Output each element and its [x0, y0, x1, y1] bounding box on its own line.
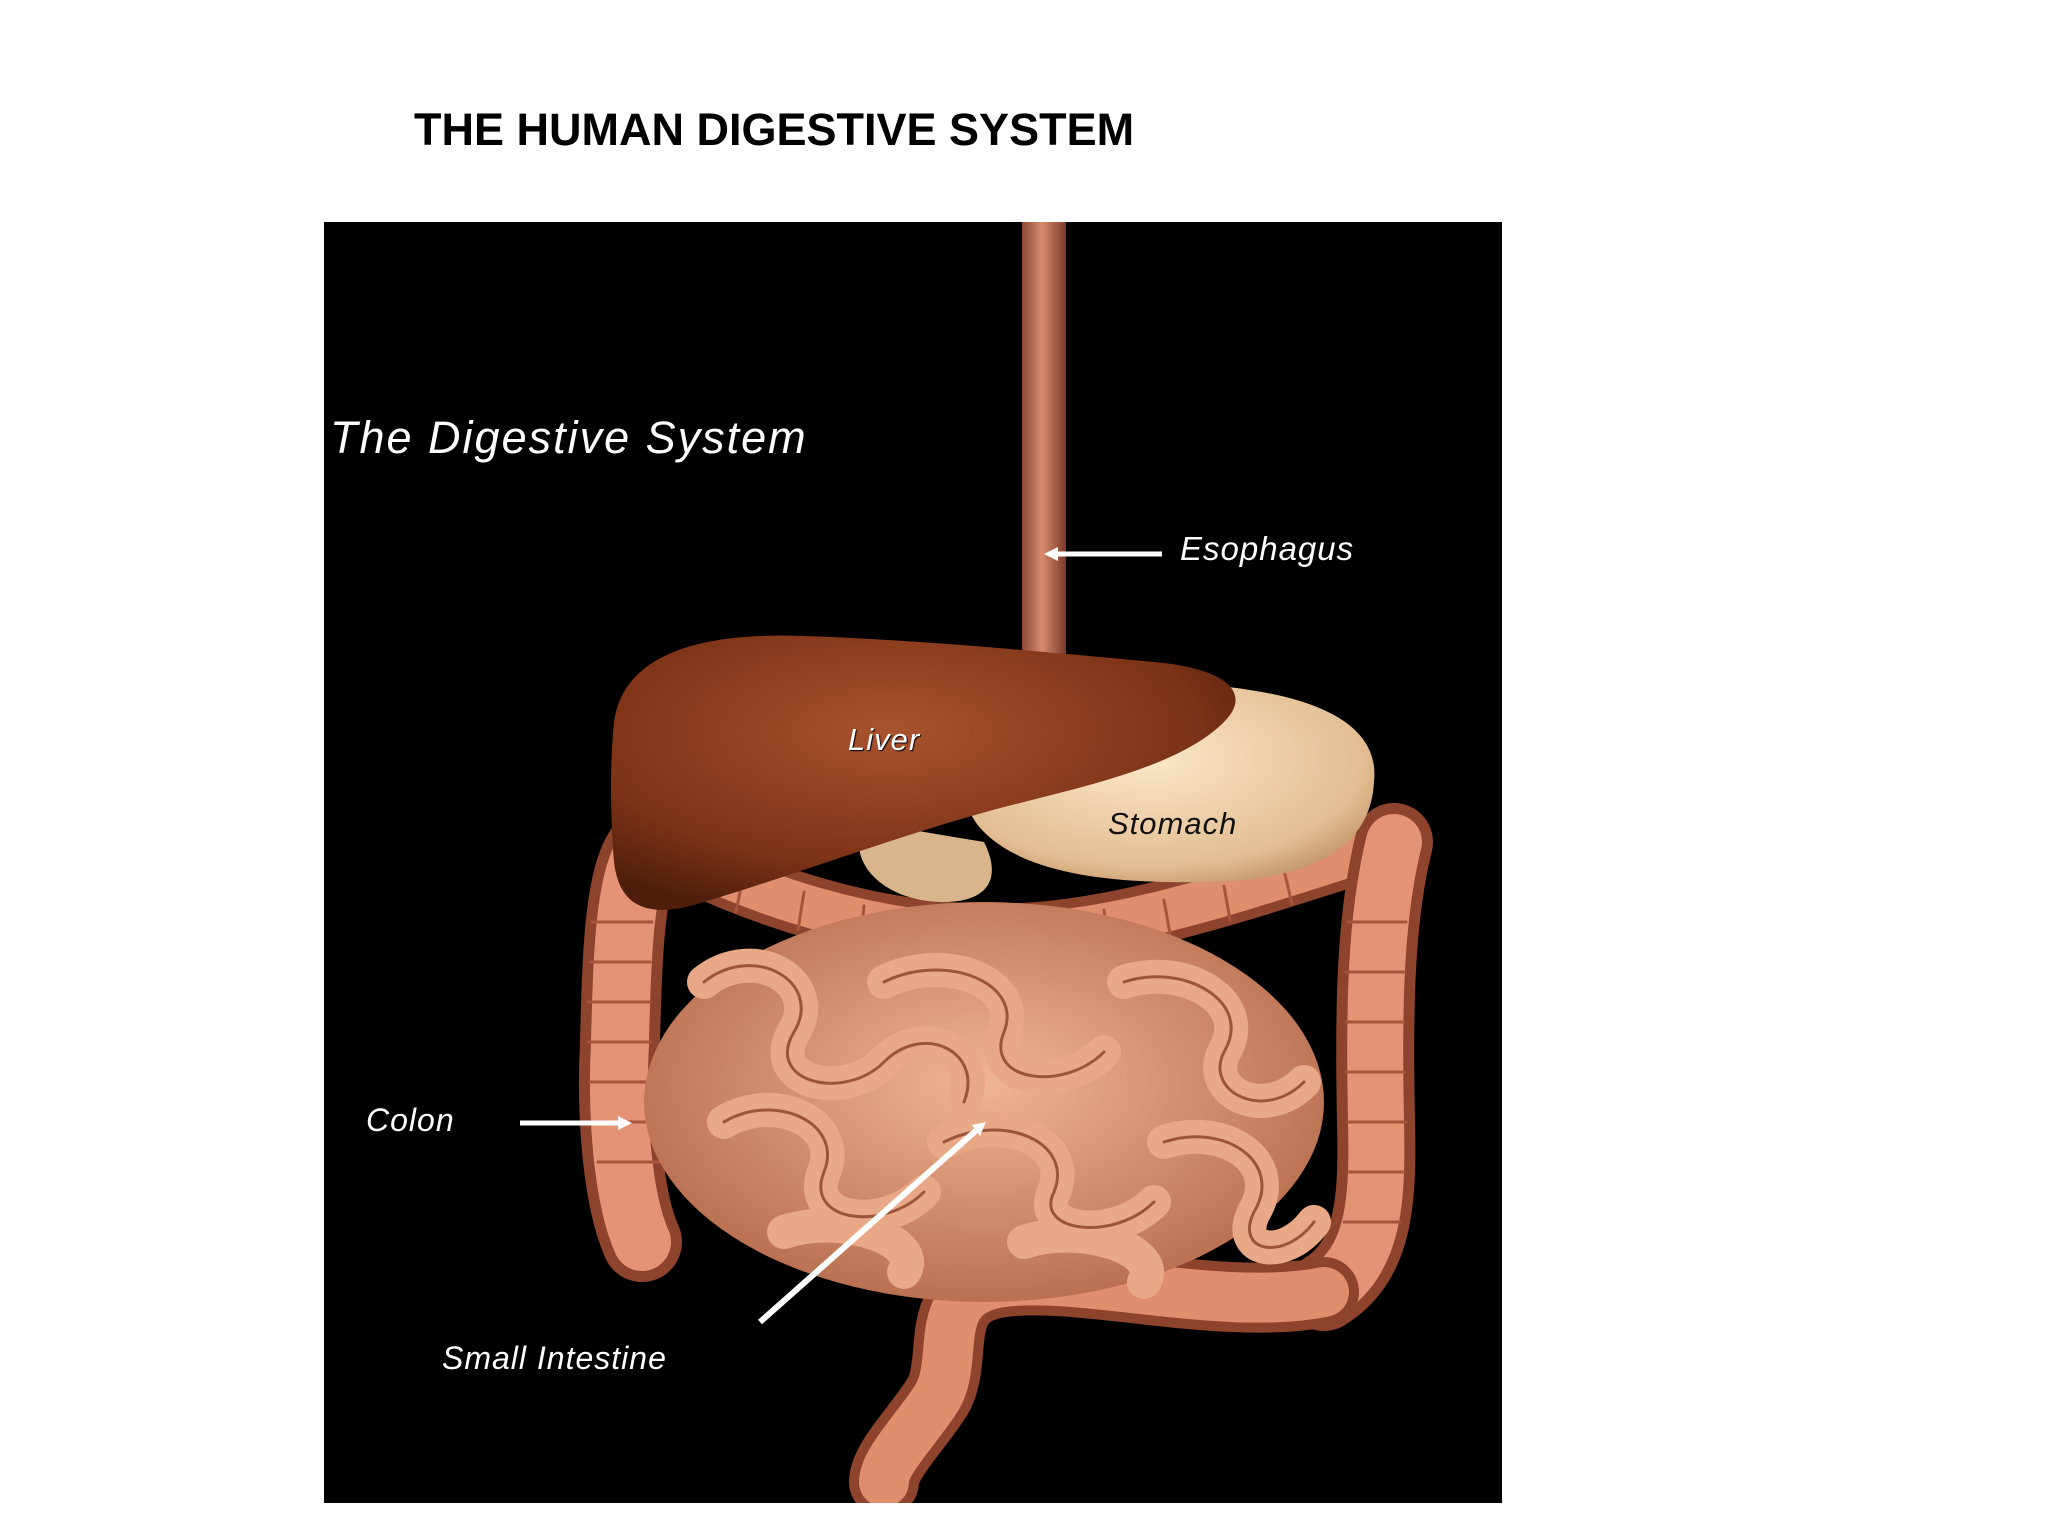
stomach-label: Stomach — [1108, 806, 1238, 841]
small-intestine-label: Small Intestine — [442, 1340, 667, 1376]
esophagus-arrow — [1044, 547, 1162, 561]
liver-label: Liver — [848, 722, 921, 757]
esophagus-label: Esophagus — [1180, 530, 1355, 567]
colon-arrow — [520, 1116, 632, 1130]
page-title: THE HUMAN DIGESTIVE SYSTEM — [414, 104, 1135, 155]
small-intestine-shape — [644, 902, 1331, 1302]
small-intestine-arrow — [758, 1122, 986, 1325]
digestive-system-figure: The Digestive System Esophagus Liver Sto… — [324, 222, 1502, 1503]
liver-shape — [611, 635, 1236, 910]
figure-title: The Digestive System — [330, 412, 808, 463]
esophagus-shape — [1022, 222, 1066, 672]
digestive-illustration — [520, 222, 1433, 1503]
colon-label: Colon — [366, 1102, 455, 1138]
